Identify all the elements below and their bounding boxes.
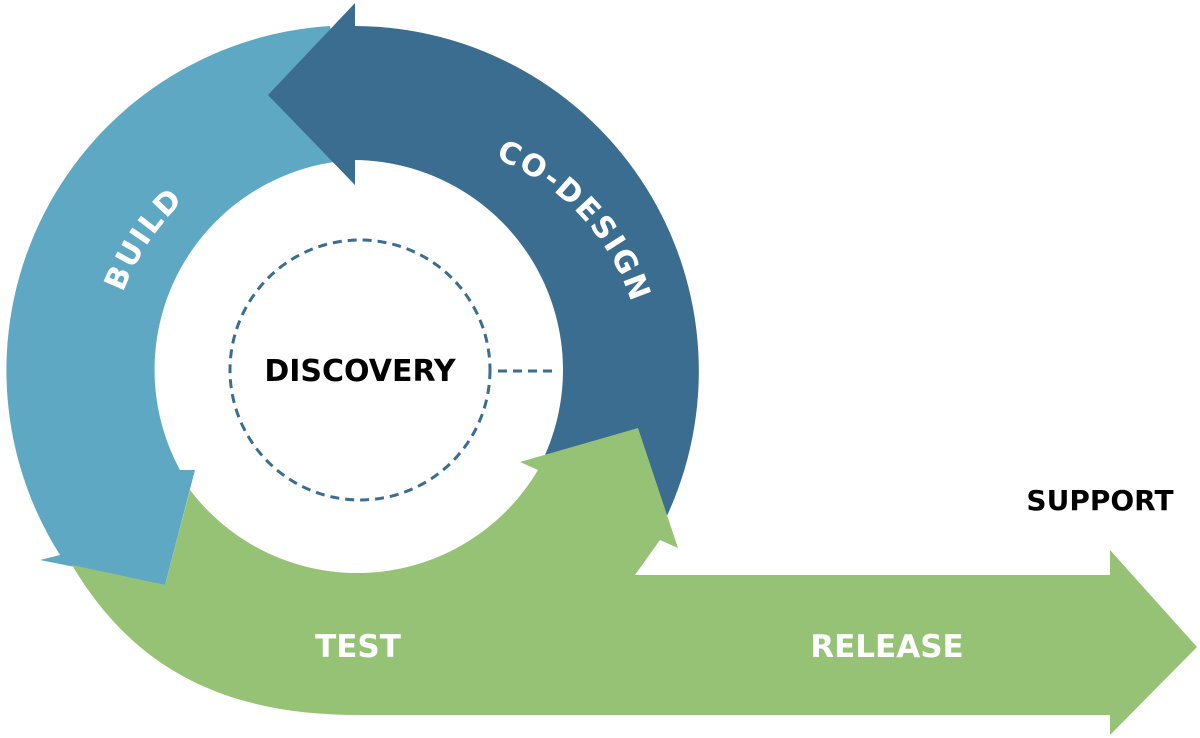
- discovery-dashed-circle: [228, 238, 492, 502]
- build-arrow: [6, 26, 356, 585]
- codesign-arrow: [268, 3, 699, 520]
- test-release-arrow: [72, 428, 1197, 735]
- discovery-label: DISCOVERY: [264, 354, 457, 389]
- release-label: RELEASE: [810, 629, 963, 665]
- test-label: TEST: [315, 629, 401, 665]
- support-label: SUPPORT: [1026, 484, 1173, 517]
